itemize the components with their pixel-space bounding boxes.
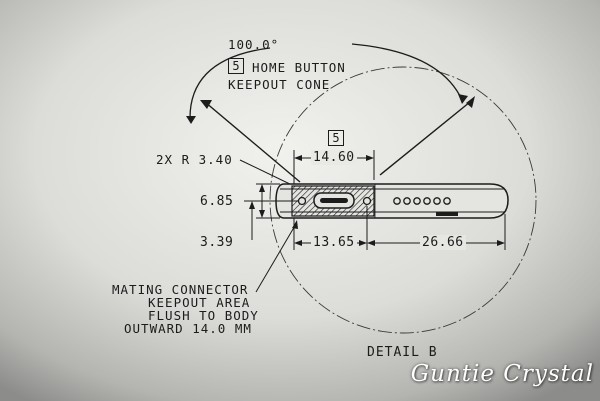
note-leader (255, 223, 297, 293)
arrow (359, 240, 367, 246)
cone-angle-label: 100.0° (228, 37, 280, 52)
angle-arrow-right (458, 94, 468, 104)
radius-leader (239, 159, 295, 187)
arrow (259, 184, 265, 192)
lightning-port-tongue (320, 198, 348, 203)
arrow (259, 210, 265, 218)
radius-label: 2X R 3.40 (156, 152, 233, 167)
speaker-hole (443, 197, 451, 205)
width-offset-label: 26.66 (420, 235, 466, 250)
cone-ref-box: 5 (228, 58, 244, 74)
screw-right (362, 196, 372, 206)
mic-slot (436, 212, 458, 216)
cone-label-line2: KEEPOUT CONE (228, 77, 331, 92)
arrow (497, 240, 505, 246)
watermark: Guntie Crystal (410, 361, 594, 387)
width-connector-label: 13.65 (311, 235, 357, 250)
angle-arc-right (351, 43, 463, 101)
cone-left-line (204, 101, 301, 183)
arrow (294, 240, 302, 246)
height-total-label: 6.85 (200, 194, 234, 209)
screw-left (297, 196, 307, 206)
angle-arrow-left (186, 116, 196, 124)
arrow (294, 155, 302, 161)
cone-right-line (379, 101, 471, 176)
speaker-hole (393, 197, 401, 205)
arrow (249, 201, 255, 209)
height-center-label: 3.39 (200, 235, 234, 250)
arrow (367, 240, 375, 246)
speaker-hole (413, 197, 421, 205)
speaker-grille (393, 197, 451, 205)
arrow (292, 220, 298, 229)
angle-arc-left (189, 47, 271, 119)
note-line1: MATING CONNECTOR (112, 282, 249, 297)
cone-right-arrow (466, 96, 475, 108)
note-line3: FLUSH TO BODY (148, 308, 259, 323)
note-line4: OUTWARD 14.0 MM (124, 321, 252, 336)
cone-label-line1: HOME BUTTON (252, 60, 346, 75)
detail-circle (269, 66, 537, 334)
detail-title: DETAIL B (367, 345, 438, 360)
note-line2: KEEPOUT AREA (148, 295, 251, 310)
speaker-hole (403, 197, 411, 205)
cone-left-arrow (200, 100, 212, 109)
speaker-hole (433, 197, 441, 205)
width-ref-box: 5 (328, 130, 344, 146)
speaker-hole (423, 197, 431, 205)
arrow (366, 155, 374, 161)
width-top-label: 14.60 (311, 150, 357, 165)
